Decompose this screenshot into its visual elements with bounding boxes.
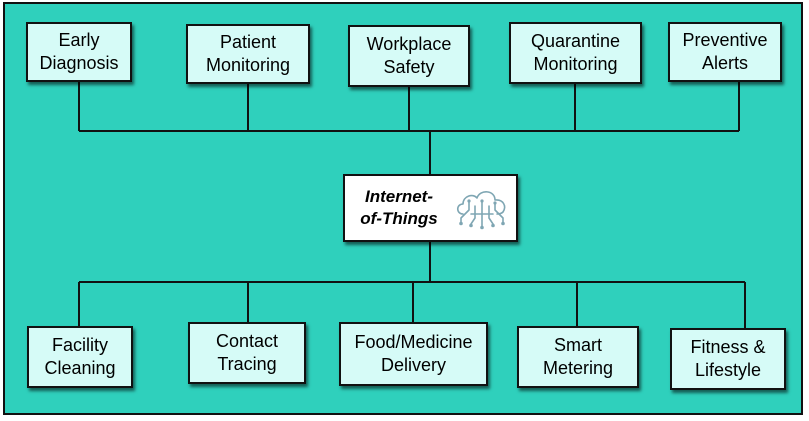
node-label: Smart Metering [542, 335, 614, 378]
node-fitness-lifestyle: Fitness & Lifestyle [670, 328, 786, 390]
node-facility-cleaning: Facility Cleaning [27, 326, 133, 388]
node-label: Food/Medicine Delivery [354, 332, 473, 375]
node-preventive-alerts: Preventive Alerts [668, 22, 782, 82]
node-label: Facility Cleaning [44, 335, 116, 378]
node-label: Contact Tracing [215, 331, 279, 374]
node-label: Quarantine Monitoring [530, 31, 621, 74]
node-quarantine-monitoring: Quarantine Monitoring [509, 22, 642, 84]
node-label: Workplace Safety [366, 34, 452, 77]
node-smart-metering: Smart Metering [517, 326, 639, 388]
node-label: Early Diagnosis [39, 30, 119, 73]
node-label: Preventive Alerts [682, 30, 768, 73]
hub-label: Internet- of-Things [360, 187, 438, 228]
hub-internet-of-things: Internet- of-Things [343, 174, 518, 242]
node-early-diagnosis: Early Diagnosis [26, 22, 132, 82]
node-label: Patient Monitoring [205, 32, 291, 75]
node-food-medicine-delivery: Food/Medicine Delivery [339, 322, 488, 386]
node-workplace-safety: Workplace Safety [348, 25, 470, 87]
node-label: Fitness & Lifestyle [690, 337, 766, 380]
cloud-circuit-icon [456, 191, 506, 230]
node-patient-monitoring: Patient Monitoring [186, 24, 310, 84]
node-contact-tracing: Contact Tracing [188, 322, 306, 384]
